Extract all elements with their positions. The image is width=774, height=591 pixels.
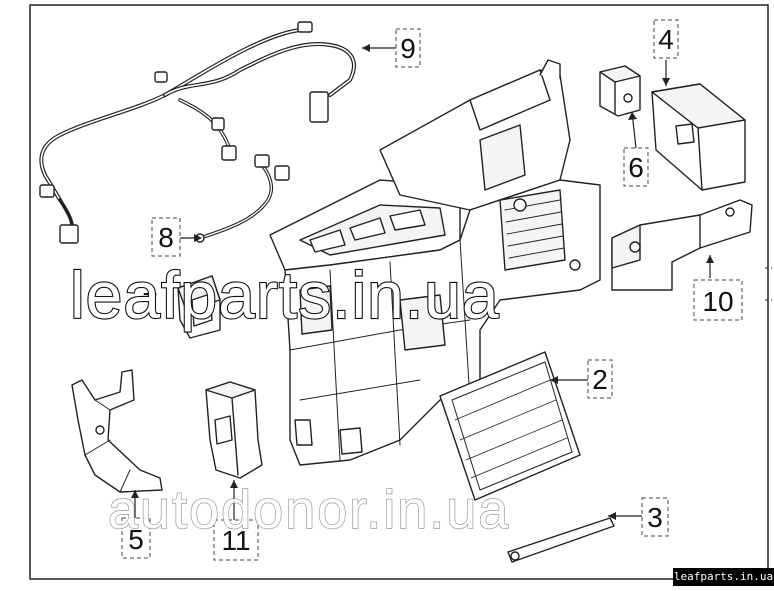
callout-box-5 xyxy=(121,517,151,559)
callout-box-4 xyxy=(653,19,679,59)
callout-7: 7 xyxy=(142,287,158,318)
callout-box-2 xyxy=(587,359,613,399)
callout-4: 4 xyxy=(658,24,674,55)
bracket-left xyxy=(71,369,163,493)
heater-unit-assembly xyxy=(269,59,601,466)
callout-9: 9 xyxy=(400,33,416,64)
callout-box-9 xyxy=(395,28,421,68)
callout-6: 6 xyxy=(628,152,644,183)
duct-elbow xyxy=(177,275,221,339)
callout-box-10 xyxy=(693,279,743,321)
callout-8: 8 xyxy=(158,222,174,253)
bracket-right xyxy=(611,199,753,291)
actuator xyxy=(599,65,641,117)
control-module xyxy=(651,83,746,191)
callout-box-6 xyxy=(623,147,649,187)
watermark-badge: leafparts.in.ua xyxy=(673,568,774,586)
callout-11: 11 xyxy=(221,525,250,556)
callout-5: 5 xyxy=(128,524,144,555)
callout-box-11 xyxy=(213,519,259,561)
diagram-frame xyxy=(29,4,769,580)
callout-2: 2 xyxy=(592,364,608,395)
cabin-filter xyxy=(439,351,581,501)
filter-cover xyxy=(507,517,615,563)
sensor-clip xyxy=(195,154,290,243)
wire-harness xyxy=(39,21,356,244)
duct-piece xyxy=(205,381,263,479)
callout-box-8 xyxy=(151,217,181,257)
callout-box-3 xyxy=(641,497,669,537)
watermark-main: leafparts.in.ua xyxy=(70,258,500,332)
watermark-secondary: autodonor.in.ua xyxy=(108,480,510,540)
callout-10: 10 xyxy=(702,286,733,317)
callout-3: 3 xyxy=(647,502,663,533)
frame-marker xyxy=(765,267,772,301)
